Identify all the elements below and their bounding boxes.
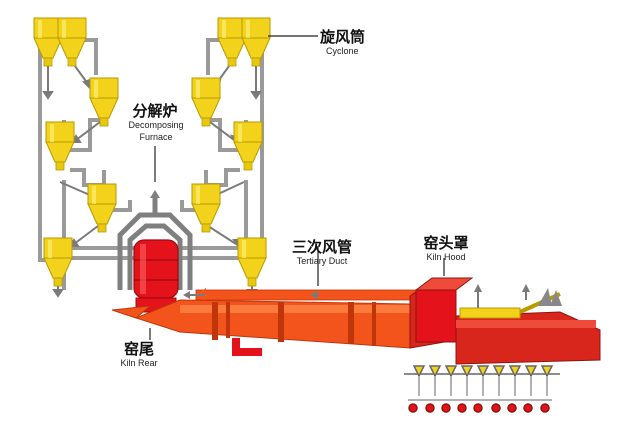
cyclone-c5r xyxy=(237,237,267,287)
cyclone-c1b xyxy=(57,17,87,67)
cyclone-label: 旋风筒 xyxy=(320,28,366,46)
cyclone-label-en: Cyclone xyxy=(326,46,359,56)
cyclone-c1d xyxy=(241,17,271,67)
furnace-label: 分解炉 xyxy=(132,102,178,120)
cyclone-c4 xyxy=(87,183,117,233)
cyclone-c4r xyxy=(191,183,221,233)
kiln-hood-label: 窑头罩 xyxy=(423,234,469,252)
furnace-label-en-2: Furnace xyxy=(139,132,173,142)
tertiary-duct xyxy=(183,288,417,302)
cyclone-c5 xyxy=(43,237,73,287)
leader-lines xyxy=(149,35,445,340)
tertiary-duct-label: 三次风管 xyxy=(291,238,352,256)
rotary-kiln xyxy=(111,299,411,356)
furnace-outlet-arrow xyxy=(150,190,160,198)
cyclone-c3 xyxy=(45,121,75,171)
kiln-hood-label-en: Kiln Hood xyxy=(426,252,466,262)
kiln-rear-label: 窑尾 xyxy=(123,340,154,358)
riser-duct xyxy=(117,195,193,290)
decomposing-furnace xyxy=(133,239,179,313)
cyclone-c3r xyxy=(233,121,263,171)
furnace-label-en-1: Decomposing xyxy=(128,120,184,130)
tertiary-duct-label-en: Tertiary Duct xyxy=(296,256,348,266)
kiln-rear-label-en: Kiln Rear xyxy=(120,358,158,368)
kiln-hood xyxy=(409,277,474,349)
cooler-fans xyxy=(404,365,560,413)
grate-cooler xyxy=(455,284,601,365)
